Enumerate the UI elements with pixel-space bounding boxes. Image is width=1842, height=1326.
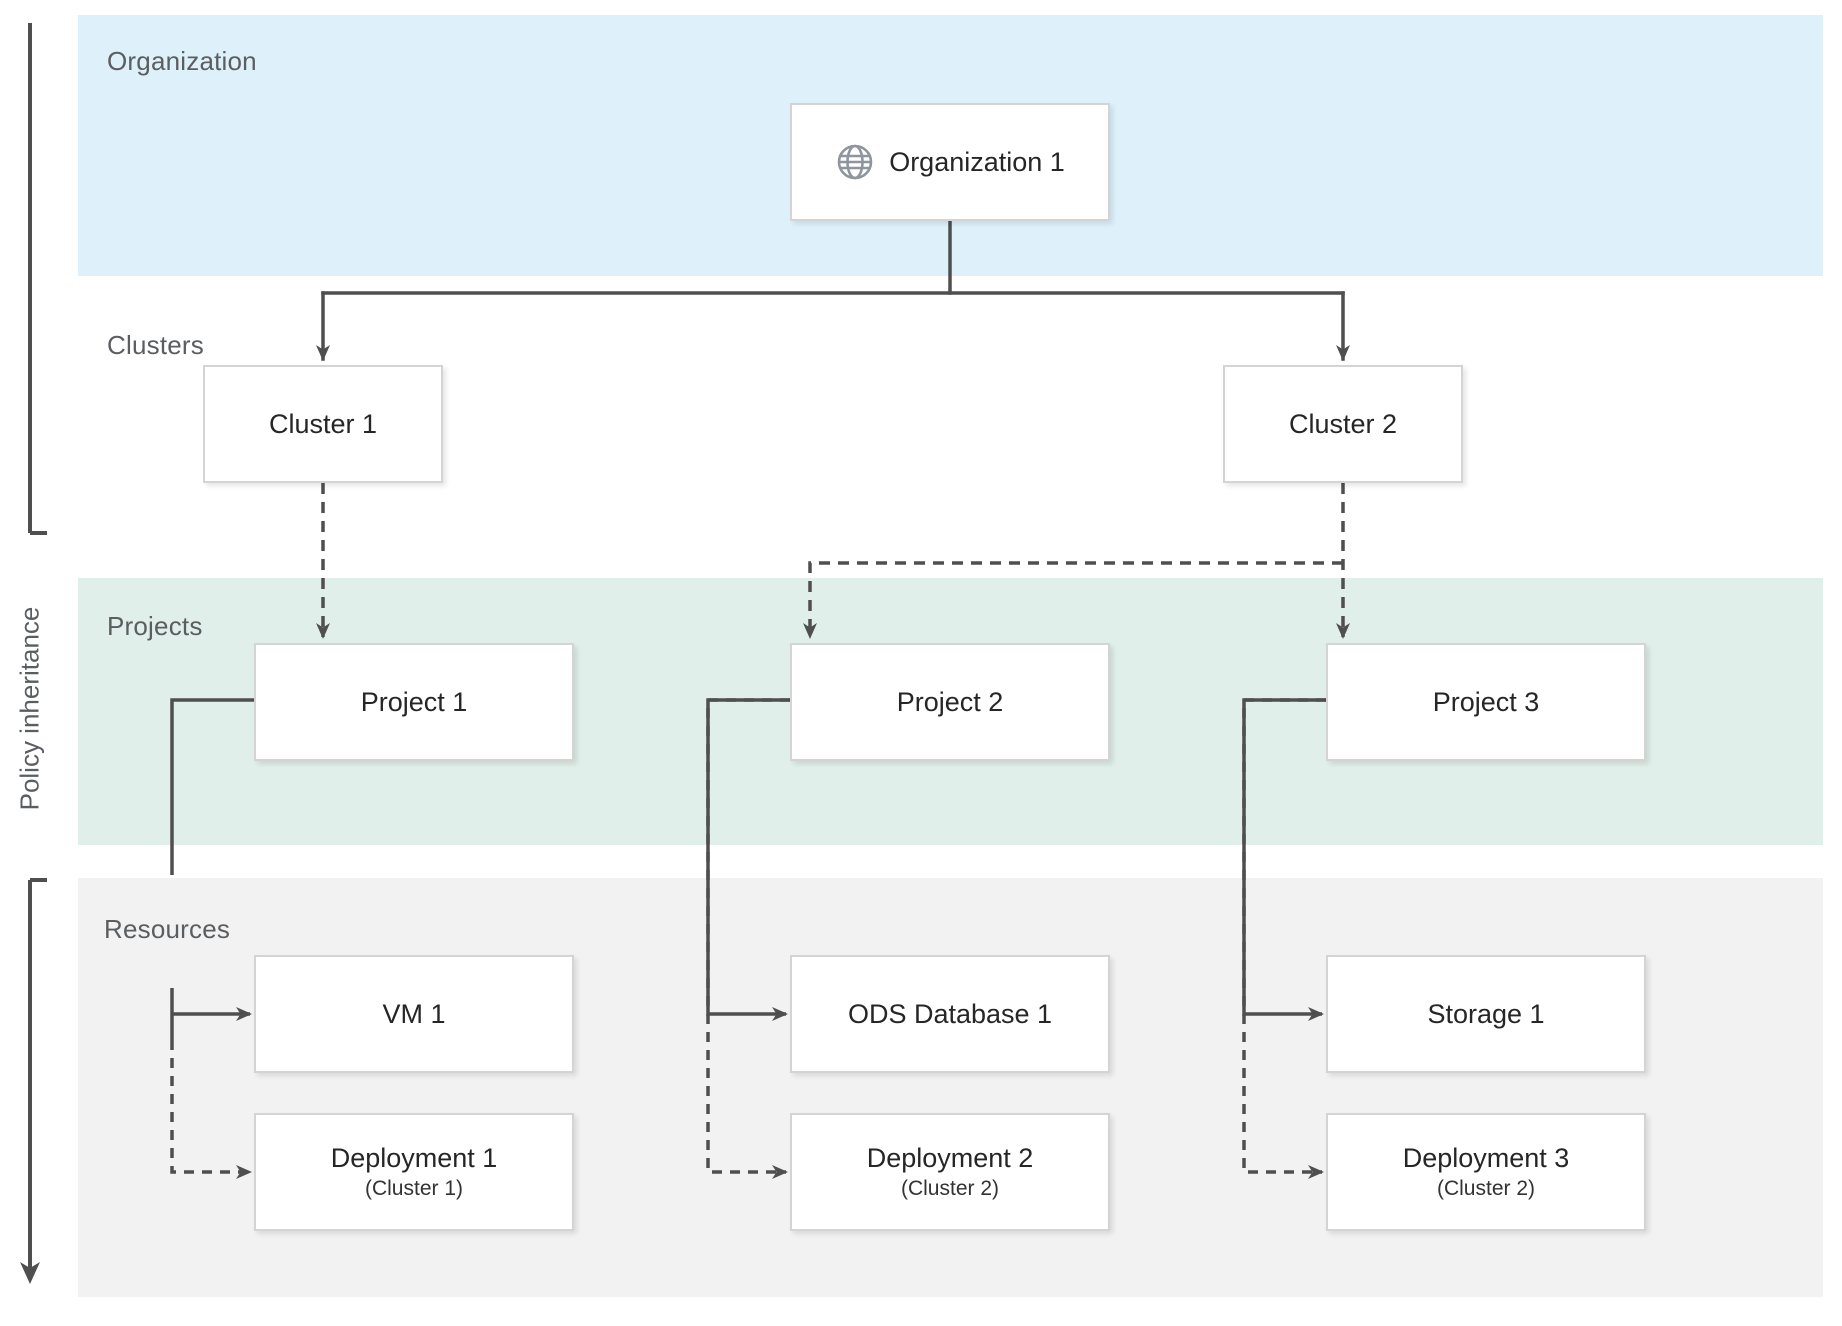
cluster1-node: Cluster 1 — [203, 365, 443, 483]
deployment3-node: Deployment 3 (Cluster 2) — [1326, 1113, 1646, 1231]
node-label: Deployment 2 — [866, 1143, 1034, 1173]
node-label: Project 3 — [1432, 686, 1540, 717]
organization-band-label: Organization — [107, 46, 257, 76]
organization-node: Organization 1 — [790, 103, 1110, 221]
node-sublabel: (Cluster 2) — [900, 1176, 1000, 1200]
cluster2-node: Cluster 2 — [1223, 365, 1463, 483]
node-sublabel: (Cluster 1) — [364, 1176, 464, 1200]
resources-band-label: Resources — [104, 914, 231, 944]
node-label: Cluster 2 — [1288, 408, 1398, 439]
node-label: Project 2 — [896, 686, 1004, 717]
node-label: Project 1 — [360, 686, 468, 717]
globe-icon — [835, 142, 875, 182]
node-label: VM 1 — [382, 998, 446, 1029]
node-label: Cluster 1 — [268, 408, 378, 439]
project3-node: Project 3 — [1326, 643, 1646, 761]
ods-database1-node: ODS Database 1 — [790, 955, 1110, 1073]
node-label: Deployment 3 — [1402, 1143, 1570, 1173]
policy-inheritance-label: Policy inheritance — [14, 606, 45, 811]
node-label: Storage 1 — [1427, 998, 1545, 1029]
vm1-node: VM 1 — [254, 955, 574, 1073]
deployment1-node: Deployment 1 (Cluster 1) — [254, 1113, 574, 1231]
project2-node: Project 2 — [790, 643, 1110, 761]
node-sublabel: (Cluster 2) — [1436, 1176, 1536, 1200]
project1-node: Project 1 — [254, 643, 574, 761]
resources-band — [78, 878, 1823, 1297]
deployment2-node: Deployment 2 (Cluster 2) — [790, 1113, 1110, 1231]
projects-band-label: Projects — [107, 611, 203, 641]
clusters-band-label: Clusters — [107, 330, 204, 360]
node-label: ODS Database 1 — [847, 998, 1053, 1029]
node-label: Deployment 1 — [330, 1143, 498, 1173]
storage1-node: Storage 1 — [1326, 955, 1646, 1073]
node-label: Organization 1 — [889, 146, 1065, 177]
